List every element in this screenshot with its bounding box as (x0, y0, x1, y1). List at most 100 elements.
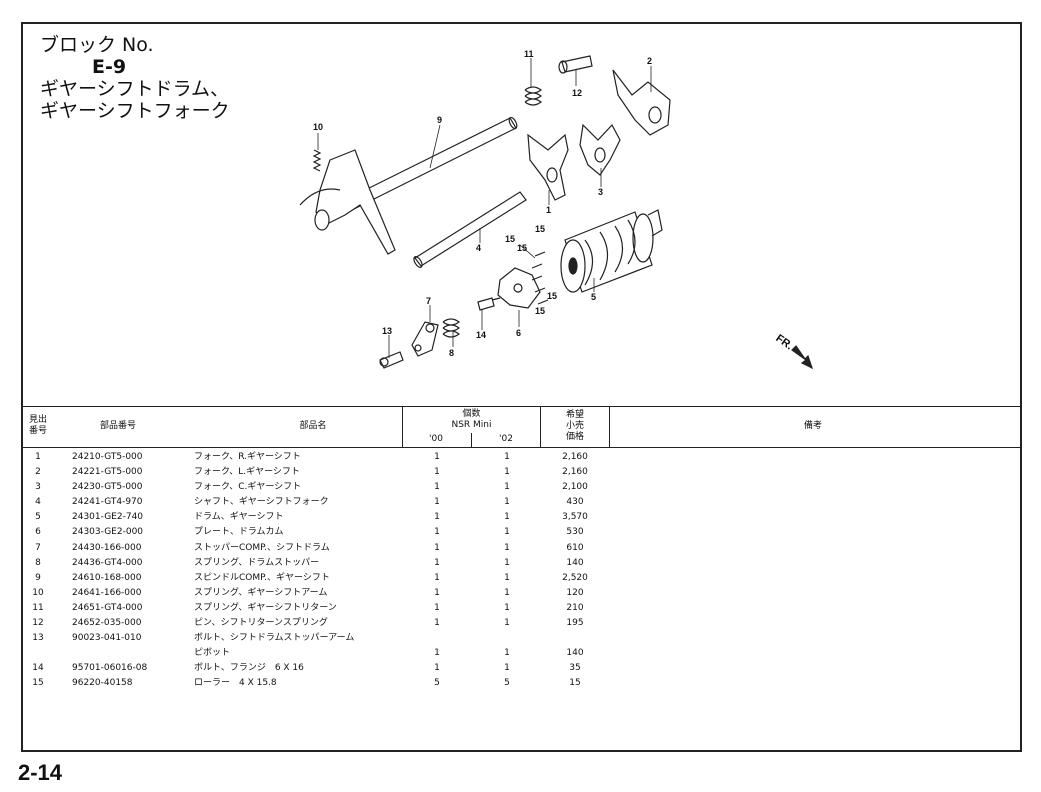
row-part-number: 24436-GT4-000 (72, 557, 143, 568)
row-price: 430 (566, 497, 584, 508)
block-title: ブロック No. E-9 ギヤーシフトドラム、 ギヤーシフトフォーク (40, 34, 230, 122)
row-part-name: スプリング、ドラムストッパー (194, 557, 320, 568)
row-price: 120 (566, 587, 584, 598)
callout-15d: 15 (547, 291, 557, 301)
row-part-number: 24641-166-000 (72, 587, 142, 598)
callout-10: 10 (313, 122, 323, 132)
row-qty-00: 1 (434, 512, 440, 523)
part-rollers-15 (531, 251, 549, 305)
row-part-number: 95701-06016-08 (72, 663, 148, 674)
row-qty-00: 1 (434, 587, 440, 598)
callout-15b: 15 (517, 243, 527, 253)
row-part-name: ピボット (194, 648, 231, 659)
row-ref: 4 (35, 497, 41, 508)
row-ref: 10 (32, 587, 44, 598)
header-part-number: 部品番号 (99, 421, 136, 431)
row-part-number: 24652-035-000 (72, 618, 142, 629)
row-part-number: 24221-GT5-000 (72, 467, 143, 478)
row-part-name: フォーク、C.ギヤーシフト (194, 482, 302, 493)
row-qty-02: 1 (504, 602, 510, 613)
part-spring-11 (524, 86, 543, 106)
row-part-name: スプリング、ギヤーシフトリターン (194, 602, 337, 613)
header-price: 希望 小売 価格 (565, 410, 584, 442)
part-spring-10 (312, 149, 322, 172)
row-part-name: ボルト、シフトドラムストッパーアーム (194, 633, 355, 644)
header-year-00: '00 (429, 434, 443, 444)
row-price: 610 (566, 542, 584, 553)
row-price: 35 (569, 663, 581, 674)
callout-2: 2 (647, 56, 652, 66)
callout-15e: 15 (535, 306, 545, 316)
callout-9: 9 (437, 115, 442, 125)
row-ref: 11 (32, 602, 44, 613)
row-part-name: ストッパーCOMP.、シフトドラム (194, 542, 330, 553)
title-line-1: ギヤーシフトドラム、 (40, 78, 230, 100)
part-spring-8 (442, 318, 461, 338)
row-qty-00: 1 (434, 497, 440, 508)
row-price: 2,100 (562, 482, 588, 493)
row-price: 140 (566, 557, 584, 568)
row-qty-02: 1 (504, 663, 510, 674)
row-ref: 14 (32, 663, 44, 674)
header-ref: 見出 番号 (28, 415, 47, 436)
row-ref: 5 (35, 512, 41, 523)
row-qty-02: 1 (504, 467, 510, 478)
row-qty-00: 5 (434, 678, 440, 689)
callout-14: 14 (476, 330, 486, 340)
part-cam-plate-6 (497, 267, 541, 309)
row-qty-02: 5 (504, 678, 510, 689)
row-part-name: スピンドルCOMP.、ギヤーシフト (194, 572, 330, 583)
leader-lines (317, 58, 652, 358)
callout-1: 1 (546, 205, 551, 215)
part-fork-1 (527, 133, 569, 201)
callout-15c: 15 (535, 224, 545, 234)
header-qty: 個数 (462, 409, 481, 419)
row-ref: 12 (32, 618, 44, 629)
row-qty-00: 1 (434, 557, 440, 568)
row-qty-02: 1 (504, 512, 510, 523)
page-number: 2-14 (18, 760, 63, 785)
row-qty-02: 1 (504, 527, 510, 538)
part-fork-shaft-4 (413, 191, 527, 268)
row-part-number: 24230-GT5-000 (72, 482, 143, 493)
callout-5: 5 (591, 292, 596, 302)
table-header: 見出 番号 部品番号 部品名 個数 NSR Mini '00 '02 希望 小売… (23, 406, 1020, 448)
part-spindle-9 (299, 116, 518, 255)
row-price: 140 (566, 648, 584, 659)
row-ref: 9 (35, 572, 41, 583)
row-part-name: プレート、ドラムカム (194, 527, 284, 538)
row-part-name: スプリング、ギヤーシフトアーム (194, 587, 328, 598)
row-part-number: 24301-GE2-740 (72, 512, 144, 523)
callout-11: 11 (524, 49, 534, 59)
row-ref: 8 (35, 557, 41, 568)
row-ref: 15 (32, 678, 44, 689)
callout-8: 8 (449, 348, 454, 358)
part-fork-2 (612, 69, 671, 136)
row-qty-02: 1 (504, 497, 510, 508)
callout-3: 3 (598, 187, 603, 197)
row-qty-02: 1 (504, 482, 510, 493)
callout-4: 4 (476, 243, 481, 253)
callout-15a: 15 (505, 234, 515, 244)
row-ref: 1 (35, 452, 41, 462)
header-part-name: 部品名 (299, 421, 327, 431)
header-model: NSR Mini (451, 420, 492, 430)
parts-diagram: 10 9 11 12 2 1 3 4 5 6 7 8 13 14 15 15 1… (299, 49, 814, 370)
callout-6: 6 (516, 328, 521, 338)
row-price: 3,570 (562, 512, 588, 523)
row-price: 2,520 (562, 572, 588, 583)
row-qty-00: 1 (434, 648, 440, 659)
row-price: 2,160 (562, 452, 588, 462)
row-part-number: 24210-GT5-000 (72, 452, 143, 462)
row-ref: 13 (32, 633, 44, 644)
row-qty-02: 1 (504, 587, 510, 598)
header-remarks: 備考 (803, 421, 822, 431)
